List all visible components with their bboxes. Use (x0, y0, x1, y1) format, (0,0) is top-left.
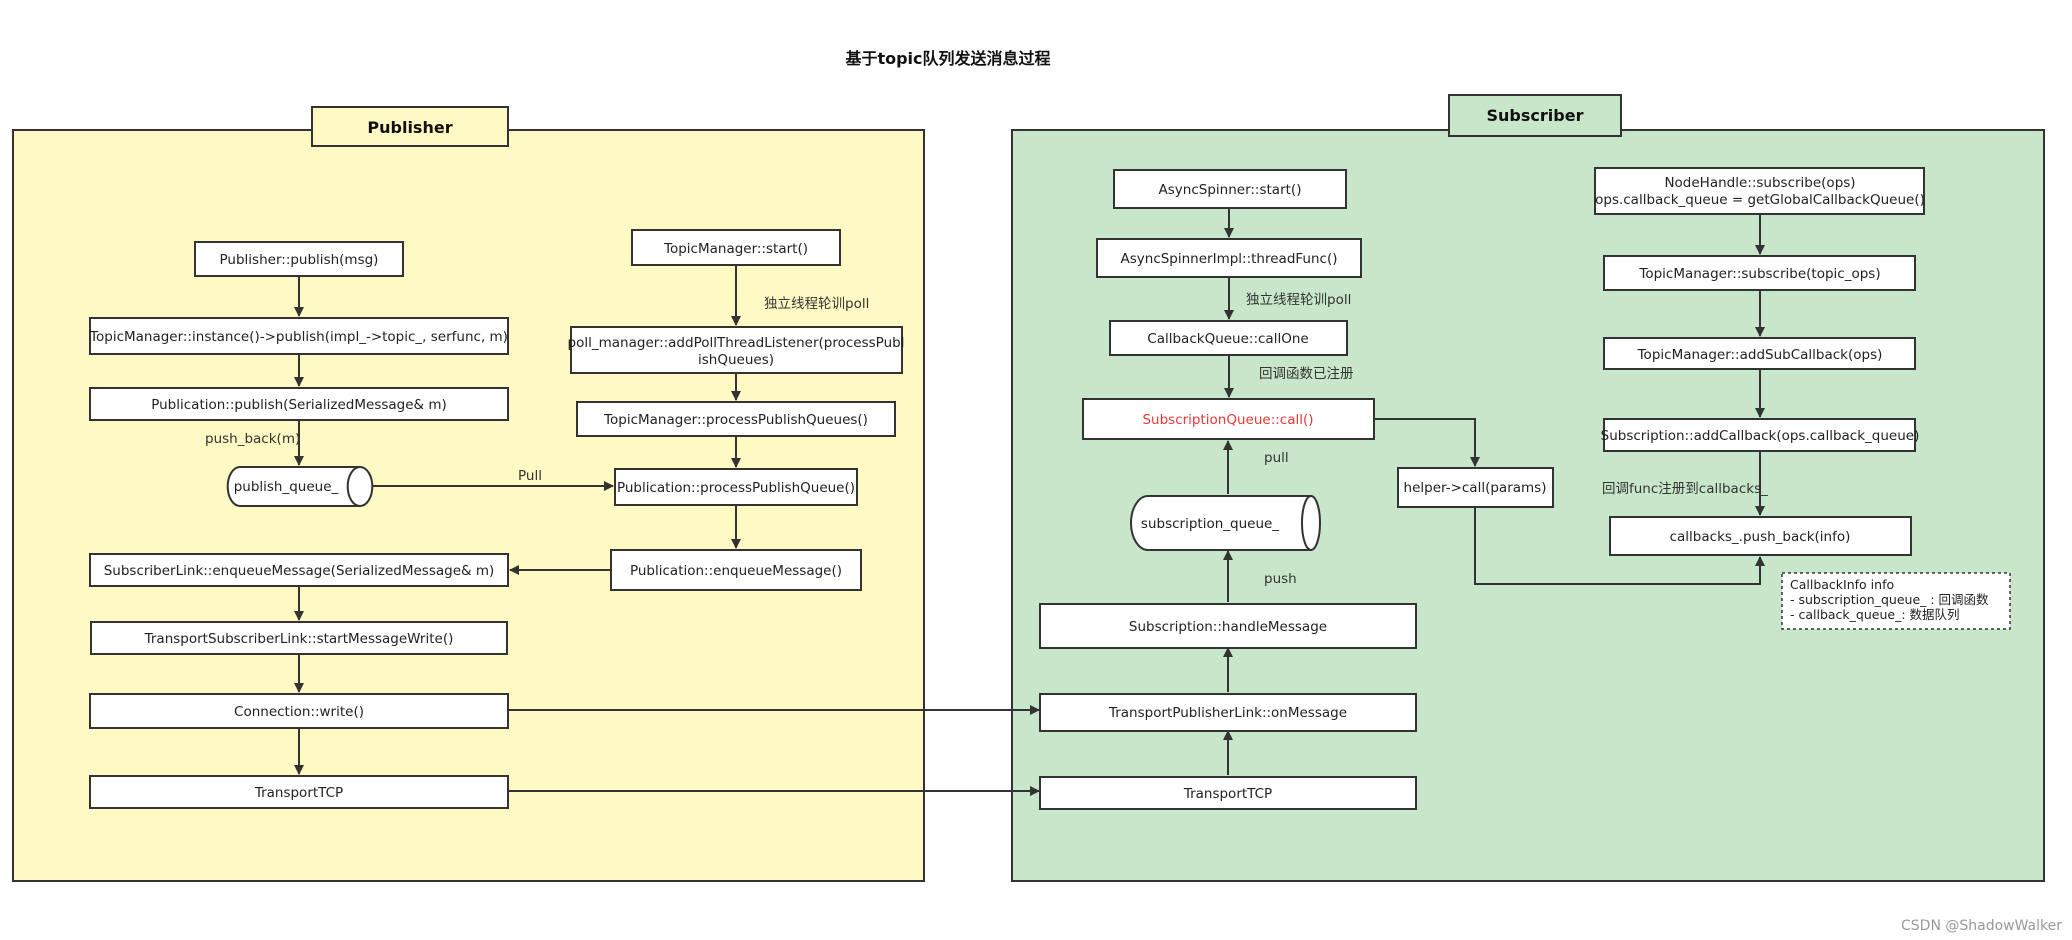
node-topicmanager-subscribe[interactable]: TopicManager::subscribe(topic_ops) (1603, 255, 1916, 291)
note-line-3: - callback_queue_: 数据队列 (1790, 607, 1960, 622)
node-publish-queue[interactable]: publish_queue_ (226, 466, 374, 507)
node-subscription-queue-label: subscription_queue_ (1141, 516, 1279, 532)
node-publication-process-queue-label: Publication::processPublishQueue() (617, 480, 855, 496)
node-nodehandle-subscribe[interactable]: NodeHandle::subscribe(ops) ops.callback_… (1594, 167, 1925, 215)
note-line-1: CallbackInfo info (1790, 577, 1894, 592)
node-publication-enqueue-label: Publication::enqueueMessage() (630, 563, 842, 579)
subscriber-lane-header (1448, 94, 1622, 137)
node-subscriptionqueue-call[interactable]: SubscriptionQueue::call() (1082, 398, 1375, 440)
node-callbackqueue-callone-label: CallbackQueue::callOne (1147, 331, 1308, 347)
publisher-nodes: Publisher::publish(msg) TopicManager::in… (89, 229, 905, 809)
node-connection-write-label: Connection::write() (234, 704, 364, 720)
node-topicmanager-process-queues-label: TopicManager::processPublishQueues() (603, 412, 868, 428)
node-topicmanager-process-queues[interactable]: TopicManager::processPublishQueues() (576, 401, 896, 437)
label-callback-registered: 回调函数已注册 (1259, 366, 1354, 382)
node-subscriptionqueue-call-label: SubscriptionQueue::call() (1142, 412, 1313, 428)
node-asyncspinner-start[interactable]: AsyncSpinner::start() (1113, 169, 1347, 209)
watermark: CSDN @ShadowWalker (1901, 918, 2062, 934)
label-push-back: push_back(m) (205, 431, 300, 447)
node-publication-enqueue[interactable]: Publication::enqueueMessage() (610, 549, 862, 591)
node-callbackqueue-callone[interactable]: CallbackQueue::callOne (1109, 320, 1348, 356)
node-transportpublisherlink-onmessage[interactable]: TransportPublisherLink::onMessage (1039, 693, 1417, 732)
node-topicmanager-start-label: TopicManager::start() (663, 241, 808, 257)
node-helper-call[interactable]: helper->call(params) (1397, 467, 1554, 508)
edge-labels: push_back(m) Pull 独立线程轮训poll 独立线程轮训poll … (205, 292, 1768, 587)
note-line-2: - subscription_queue_ : 回调函数 (1790, 592, 1989, 607)
publisher-lane-title: Publisher (367, 118, 452, 137)
node-nodehandle-subscribe-label-2: ops.callback_queue = getGlobalCallbackQu… (1595, 192, 1925, 208)
node-subscription-queue[interactable]: subscription_queue_ (1130, 495, 1321, 551)
node-publisher-transporttcp-label: TransportTCP (254, 785, 343, 801)
edge-call-to-helper (1374, 418, 1480, 467)
node-subscription-handlemessage-label: Subscription::handleMessage (1129, 619, 1327, 635)
label-pull-pub: Pull (518, 468, 542, 484)
node-topicmanager-instance-publish-label: TopicManager::instance()->publish(impl_-… (89, 329, 508, 345)
node-publisher-publish[interactable]: Publisher::publish(msg) (194, 241, 404, 277)
node-topicmanager-start[interactable]: TopicManager::start() (631, 229, 841, 266)
node-publisher-publish-label: Publisher::publish(msg) (220, 252, 379, 268)
node-topicmanager-subscribe-label: TopicManager::subscribe(topic_ops) (1638, 266, 1880, 282)
node-transportsubscriberlink-write-label: TransportSubscriberLink::startMessageWri… (144, 631, 454, 647)
node-topicmanager-addsubcallback-label: TopicManager::addSubCallback(ops) (1637, 347, 1883, 363)
node-nodehandle-subscribe-label-1: NodeHandle::subscribe(ops) (1664, 175, 1855, 191)
label-func-register: 回调func注册到callbacks_ (1602, 481, 1768, 497)
note-callbackinfo: CallbackInfo info - subscription_queue_ … (1781, 572, 2011, 630)
node-callbacks-push-back[interactable]: callbacks_.push_back(info) (1609, 516, 1912, 556)
node-helper-call-label: helper->call(params) (1404, 480, 1547, 496)
node-transportpublisherlink-onmessage-label: TransportPublisherLink::onMessage (1108, 705, 1347, 721)
node-subscriberlink-enqueue-label: SubscriberLink::enqueueMessage(Serialize… (104, 563, 495, 579)
label-poll-thread-sub: 独立线程轮训poll (1246, 292, 1351, 308)
node-transportsubscriberlink-write[interactable]: TransportSubscriberLink::startMessageWri… (90, 621, 508, 655)
node-asyncspinnerimpl-threadfunc-label: AsyncSpinnerImpl::threadFunc() (1121, 251, 1338, 267)
label-pull-sub: pull (1264, 450, 1289, 466)
node-publication-publish-label: Publication::publish(SerializedMessage& … (151, 397, 447, 413)
label-poll-thread-pub: 独立线程轮训poll (764, 296, 869, 312)
label-push-sub: push (1264, 571, 1297, 587)
node-subscriber-transporttcp[interactable]: TransportTCP (1039, 776, 1417, 810)
node-connection-write[interactable]: Connection::write() (89, 693, 509, 729)
node-subscription-addcallback[interactable]: Subscription::addCallback(ops.callback_q… (1601, 418, 1920, 452)
node-callbacks-push-back-label: callbacks_.push_back(info) (1670, 529, 1851, 545)
node-publisher-transporttcp[interactable]: TransportTCP (89, 775, 509, 809)
edge-callbacks-to-helper (1474, 507, 1765, 585)
node-asyncspinner-start-label: AsyncSpinner::start() (1159, 182, 1302, 198)
node-subscription-handlemessage[interactable]: Subscription::handleMessage (1039, 603, 1417, 649)
subscriber-nodes: AsyncSpinner::start() AsyncSpinnerImpl::… (1039, 167, 2011, 810)
node-subscriberlink-enqueue[interactable]: SubscriberLink::enqueueMessage(Serialize… (89, 553, 509, 587)
node-topicmanager-addsubcallback[interactable]: TopicManager::addSubCallback(ops) (1603, 337, 1916, 370)
publisher-lane-header (311, 106, 509, 147)
node-poll-manager-add-label-1: poll_manager::addPollThreadListener(proc… (568, 335, 905, 351)
subscriber-lane-title: Subscriber (1487, 106, 1584, 125)
diagram-title: 基于topic队列发送消息过程 (844, 49, 1050, 68)
node-topicmanager-instance-publish[interactable]: TopicManager::instance()->publish(impl_-… (89, 317, 509, 355)
node-poll-manager-add-label-2: ishQueues) (698, 352, 774, 368)
node-publish-queue-label: publish_queue_ (234, 479, 339, 495)
edges (294, 208, 1765, 796)
node-publication-process-queue[interactable]: Publication::processPublishQueue() (614, 468, 858, 506)
node-publication-publish[interactable]: Publication::publish(SerializedMessage& … (89, 387, 509, 421)
node-subscription-addcallback-label: Subscription::addCallback(ops.callback_q… (1601, 428, 1920, 444)
node-poll-manager-add[interactable]: poll_manager::addPollThreadListener(proc… (568, 326, 905, 374)
node-subscriber-transporttcp-label: TransportTCP (1183, 786, 1272, 802)
node-asyncspinnerimpl-threadfunc[interactable]: AsyncSpinnerImpl::threadFunc() (1096, 238, 1362, 278)
